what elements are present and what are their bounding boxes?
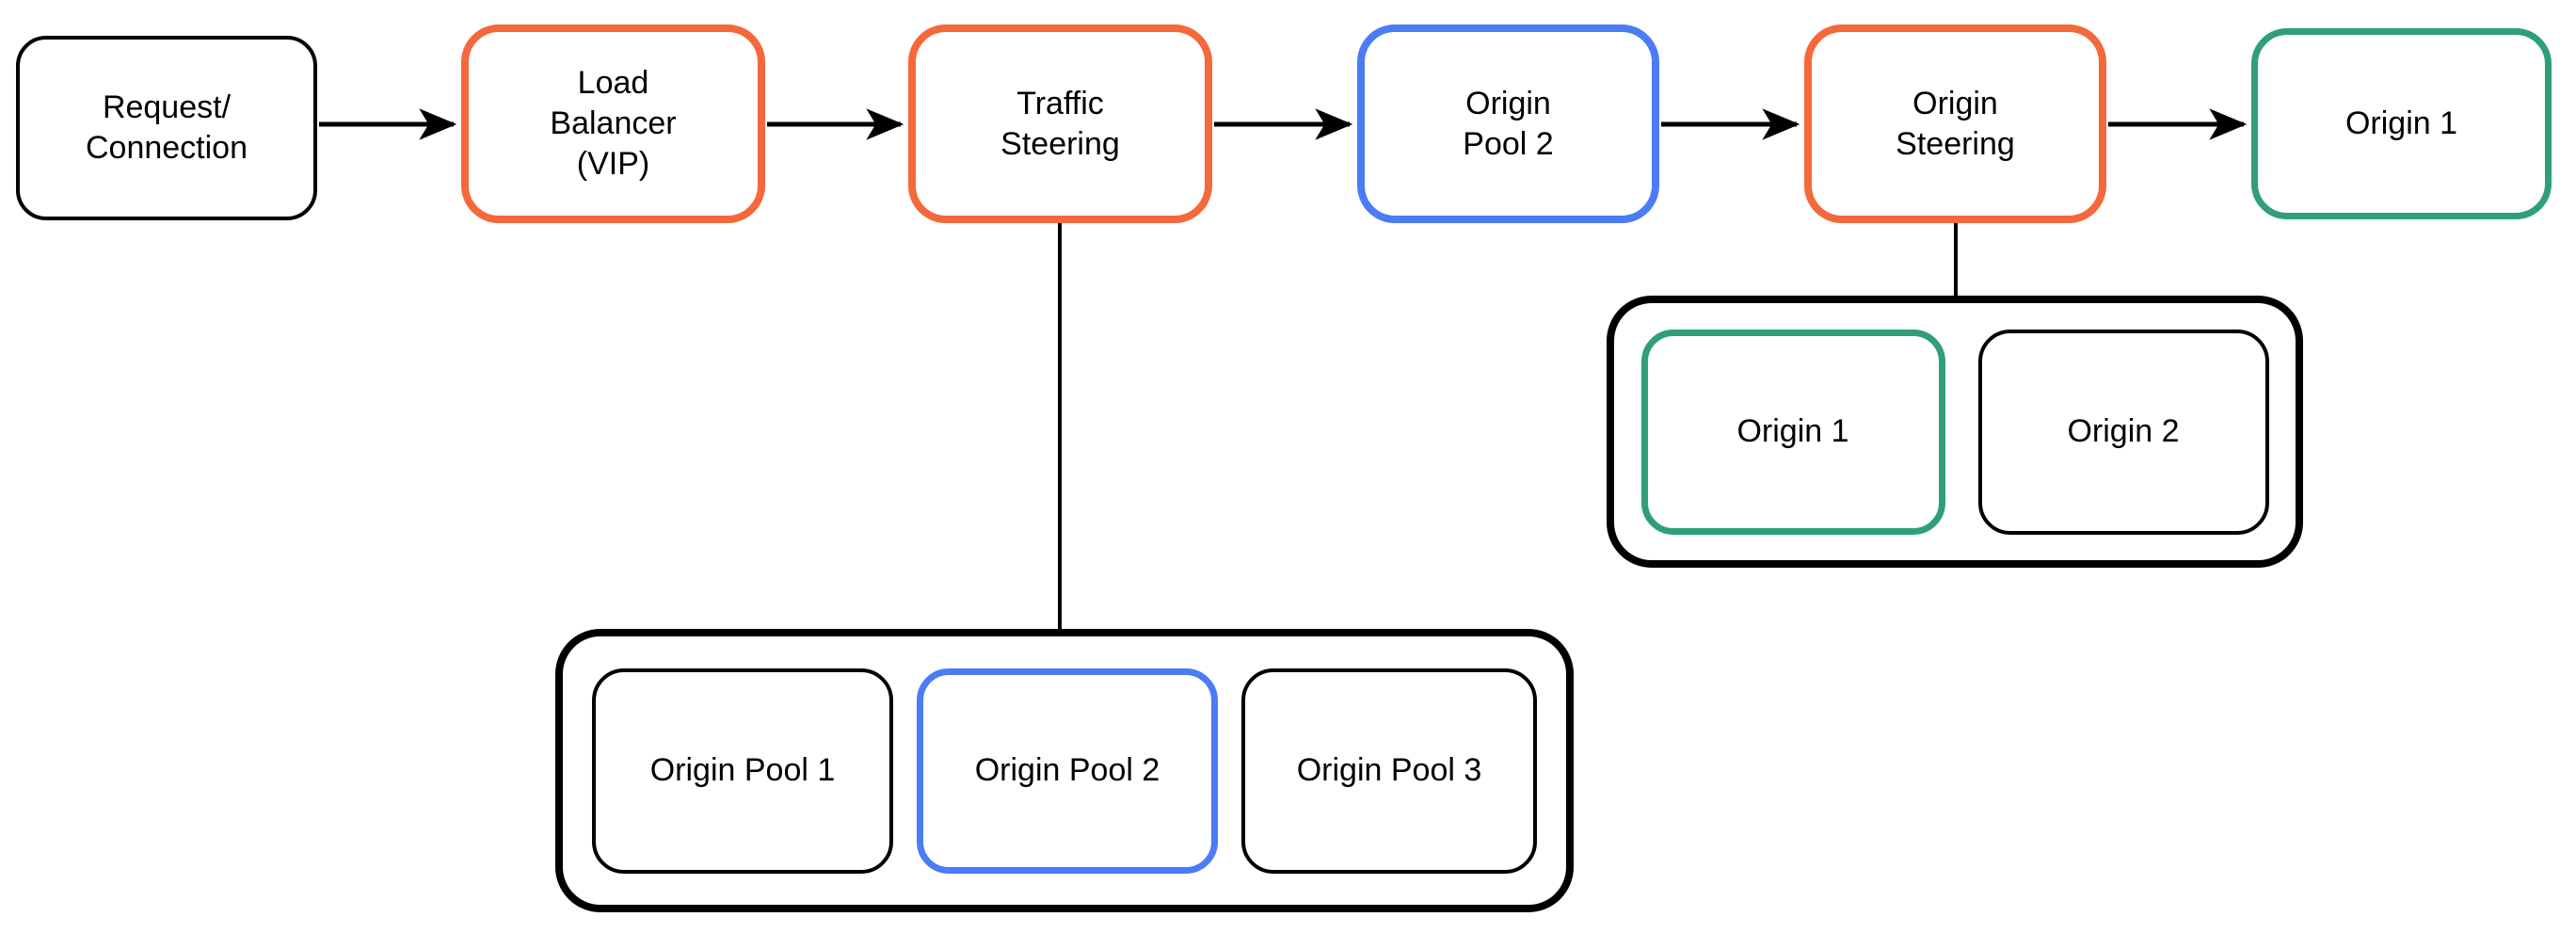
node-load-balancer-vip-label: Load Balancer (VIP) — [550, 65, 677, 182]
node-traffic-steering: Traffic Steering — [908, 24, 1212, 223]
group-node-origin-pool-2-label: Origin Pool 2 — [974, 752, 1160, 789]
group-node-origin-pool-1-label: Origin Pool 1 — [649, 752, 836, 789]
node-traffic-steering-label: Traffic Steering — [1000, 85, 1120, 162]
node-origin-steering-label: Origin Steering — [1896, 85, 2015, 162]
group-node-origin-1: Origin 1 — [1640, 329, 1945, 535]
node-load-balancer-vip: Load Balancer (VIP) — [461, 24, 765, 223]
group-node-origin-pool-1: Origin Pool 1 — [592, 668, 893, 874]
origins-group: Origin 1 Origin 2 — [1607, 296, 2303, 568]
node-request-connection-label: Request/ Connection — [85, 89, 248, 166]
group-node-origin-pool-2: Origin Pool 2 — [917, 668, 1218, 874]
node-origin-pool-2-selected-label: Origin Pool 2 — [1463, 85, 1554, 162]
group-node-origin-1-label: Origin 1 — [1736, 413, 1849, 450]
node-origin-1-selected: Origin 1 — [2251, 28, 2552, 219]
node-origin-steering: Origin Steering — [1804, 24, 2106, 223]
group-node-origin-2-label: Origin 2 — [2067, 413, 2180, 450]
group-node-origin-2: Origin 2 — [1977, 329, 2269, 535]
node-origin-1-selected-label: Origin 1 — [2344, 105, 2458, 142]
group-node-origin-pool-3-label: Origin Pool 3 — [1296, 752, 1482, 789]
node-origin-pool-2-selected: Origin Pool 2 — [1357, 24, 1659, 223]
node-request-connection: Request/ Connection — [16, 36, 317, 220]
group-node-origin-pool-3: Origin Pool 3 — [1241, 668, 1537, 874]
origin-pools-group: Origin Pool 1 Origin Pool 2 Origin Pool … — [555, 629, 1574, 912]
